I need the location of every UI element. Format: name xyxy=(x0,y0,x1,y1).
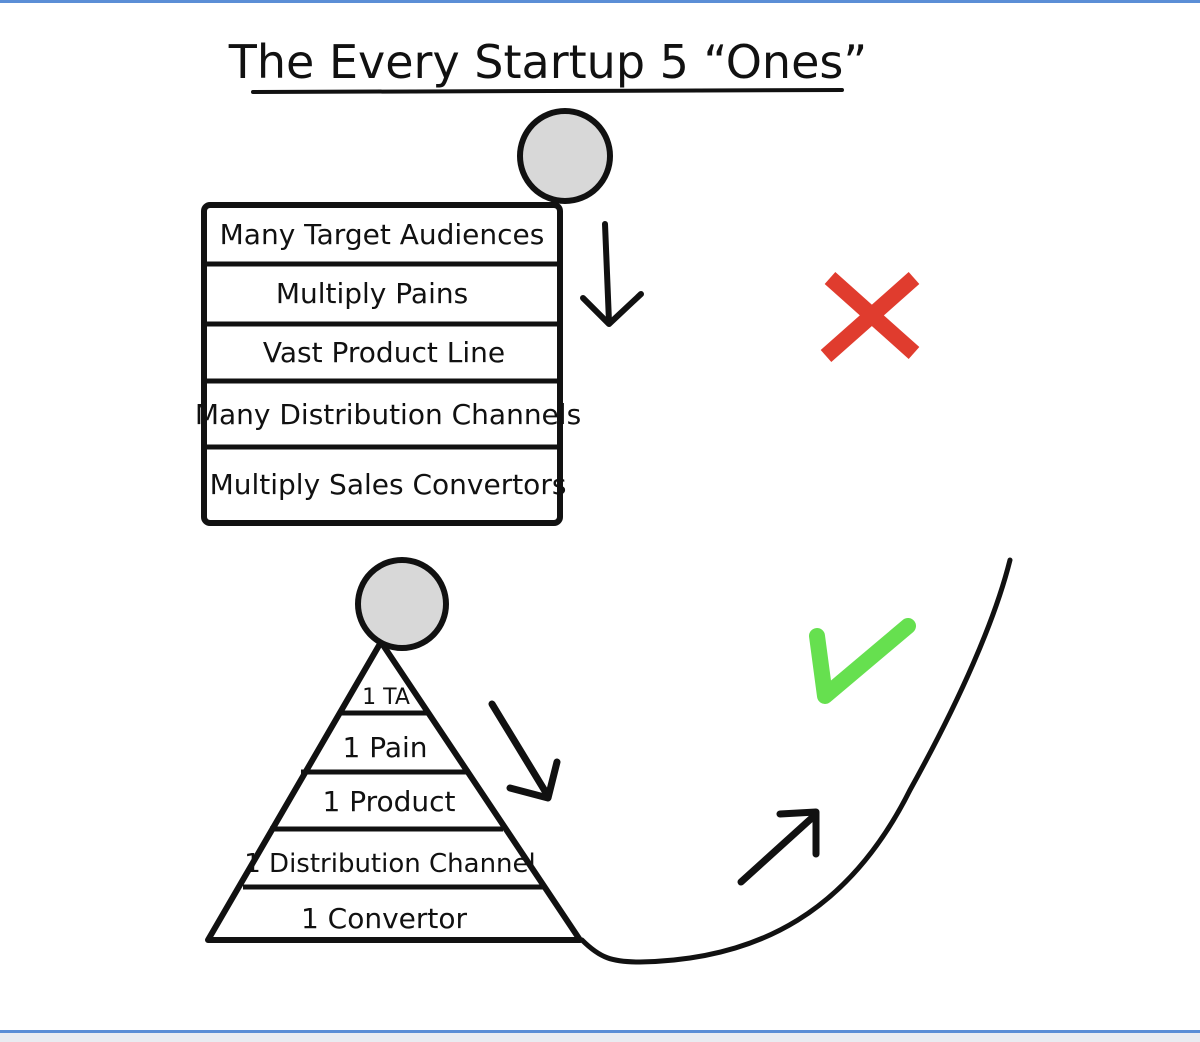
up-right-arrow-icon xyxy=(737,808,820,886)
stack-row-label: Many Target Audiences xyxy=(220,218,545,251)
bottom-border xyxy=(0,1030,1200,1033)
down-right-arrow-icon xyxy=(488,700,561,802)
check-mark-icon xyxy=(809,618,916,704)
pyramid-layer-label: 1 Product xyxy=(322,785,455,818)
x-mark-icon xyxy=(820,272,920,362)
pyramid-layer-label: 1 Pain xyxy=(342,731,427,764)
right-approach-pyramid: 1 TA 1 Pain 1 Product 1 Distribution Cha… xyxy=(205,639,583,943)
diagram-title: The Every Startup 5 “Ones” xyxy=(228,35,867,89)
down-arrow-icon xyxy=(580,221,644,327)
stack-outline xyxy=(201,202,563,526)
growth-curve xyxy=(579,557,1013,965)
pyramid-layer-label: 1 Distribution Channel xyxy=(244,849,536,879)
stack-row-label: Multiply Pains xyxy=(276,277,468,310)
title-underline xyxy=(251,88,844,94)
wrong-approach-stack: Many Target Audiences Multiply Pains Vas… xyxy=(195,202,581,526)
pyramid-layer-label: 1 Convertor xyxy=(301,902,468,935)
top-border xyxy=(0,0,1200,3)
ball-icon xyxy=(517,108,613,204)
pyramid-layer-label: 1 TA xyxy=(362,685,410,710)
ball-icon xyxy=(355,557,449,651)
stack-row-label: Many Distribution Channels xyxy=(195,398,581,431)
stack-row-label: Vast Product Line xyxy=(263,336,505,369)
pyramid-outline xyxy=(205,639,583,943)
stack-row-label: Multiply Sales Convertors xyxy=(210,468,567,501)
footer-strip xyxy=(0,1033,1200,1042)
